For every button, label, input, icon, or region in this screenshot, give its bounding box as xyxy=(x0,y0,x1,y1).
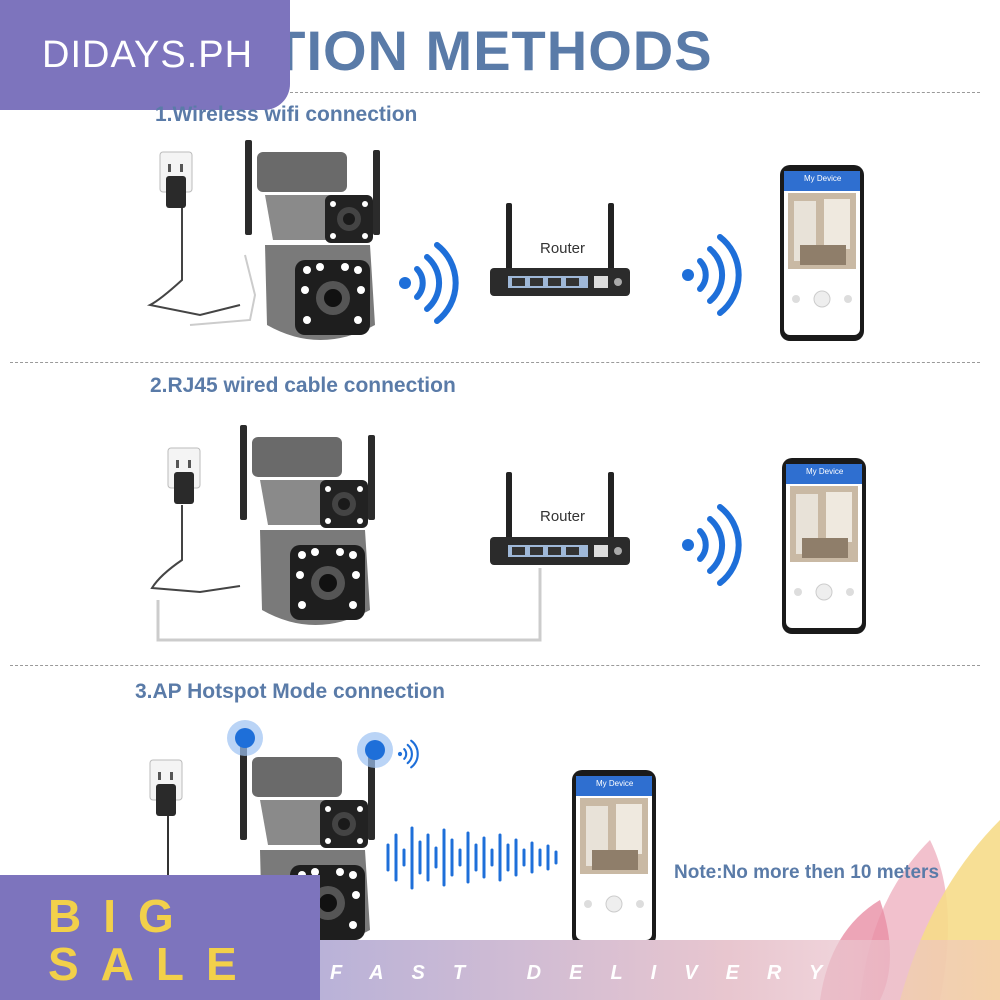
fast-delivery-text: FAST DELIVERY xyxy=(330,962,850,985)
router-label: Router xyxy=(540,240,585,257)
sale-line-1: BIG xyxy=(48,889,196,943)
router-label: Router xyxy=(540,508,585,525)
phone-app-title: My Device xyxy=(806,467,843,476)
sale-line-2: SALE xyxy=(48,937,259,991)
distance-note: Note:No more then 10 meters xyxy=(674,862,939,884)
phone-app-title: My Device xyxy=(804,174,841,183)
big-sale-banner: BIG SALE xyxy=(0,875,320,1000)
phone-app-title: My Device xyxy=(596,779,633,788)
